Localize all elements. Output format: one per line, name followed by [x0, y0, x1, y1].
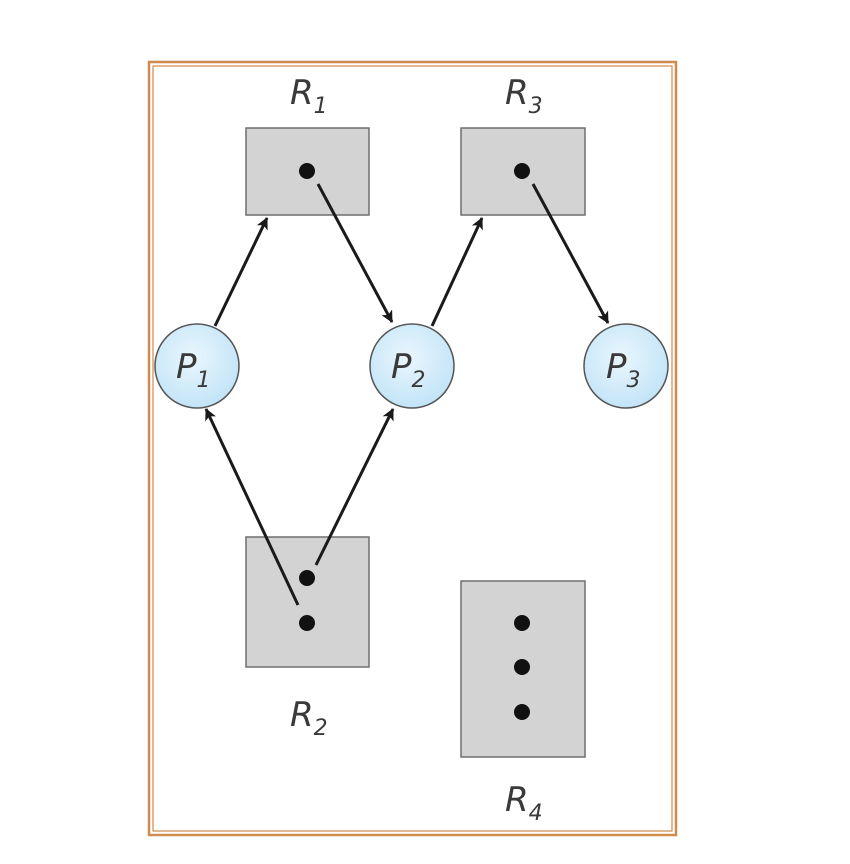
process-p3-node — [583, 323, 669, 409]
edge-p2-to-r3 — [430, 217, 484, 327]
diagram-frame-inner — [152, 65, 673, 832]
process-p3-label: P3 — [606, 347, 641, 393]
resource-r4-instance — [514, 659, 530, 675]
process-p2-label: P2 — [391, 347, 426, 393]
resource-r1-label: R1 — [290, 73, 328, 119]
process-p1-label: P1 — [176, 347, 211, 393]
edge-r3-to-p3 — [531, 183, 610, 324]
resource-r2-label: R2 — [290, 695, 328, 741]
resource-r1-box — [245, 127, 370, 216]
edges — [204, 183, 610, 606]
resource-r3-label: R3 — [505, 73, 543, 119]
resource-r4-instance — [514, 615, 530, 631]
edge-r2-to-p2 — [314, 408, 395, 566]
resource-r1-instance — [299, 163, 315, 179]
edge-r1-to-p2 — [316, 183, 394, 323]
diagram-frame — [147, 60, 678, 837]
process-p2-node — [369, 323, 455, 409]
resource-r2-instance — [299, 615, 315, 631]
edge-r2-to-p1 — [204, 408, 300, 606]
resource-r2-instance — [299, 570, 315, 586]
resource-r3-instance — [514, 163, 530, 179]
edge-p1-to-r1 — [213, 217, 269, 327]
resource-r4-label: R4 — [505, 780, 543, 826]
process-p1-node — [154, 323, 240, 409]
resource-r4-instance — [514, 704, 530, 720]
resource-r2-box — [245, 536, 370, 668]
